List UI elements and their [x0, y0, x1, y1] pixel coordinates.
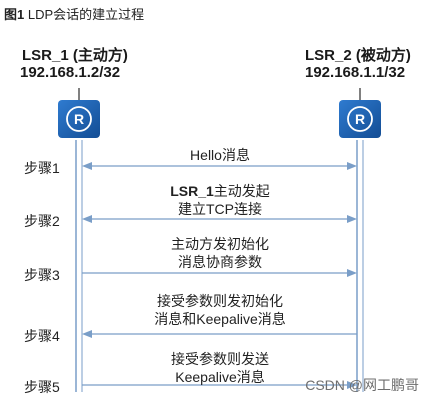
step5-arrow [82, 381, 357, 389]
step5-message-line1: 接受参数则发送 [171, 351, 269, 367]
step1-label: 步骤1 [24, 160, 60, 176]
step1-message: Hello消息 [190, 145, 250, 165]
step2-message-line1: LSR_1主动发起 [170, 181, 270, 201]
step3-message-line2: 消息协商参数 [178, 254, 262, 270]
lsr2-name: LSR_2 (被动方) [305, 47, 411, 64]
lsr2-router-icon: R [339, 88, 381, 138]
lsr1-router-icon: R [58, 88, 100, 138]
step2-bold-prefix: LSR_1 [170, 183, 214, 199]
step2-message-line2: 建立TCP连接 [178, 201, 262, 217]
step3-message-line1: 主动方发初始化 [171, 236, 269, 252]
step4-label: 步骤4 [24, 328, 60, 344]
lsr2-router-letter: R [355, 111, 365, 127]
step2-arrow [82, 215, 357, 223]
step3-label: 步骤3 [24, 267, 60, 283]
figure-number: 图1 [4, 7, 25, 22]
step4-message-line2: 消息和Keepalive消息 [154, 311, 286, 327]
step5-message-line2: Keepalive消息 [175, 369, 265, 385]
lsr2-ip: 192.168.1.1/32 [305, 64, 406, 81]
figure-title: LDP会话的建立过程 [27, 7, 145, 22]
step5-label: 步骤5 [24, 379, 60, 395]
step1-arrow [82, 162, 357, 170]
step4-arrow [82, 330, 357, 338]
step2-message-text: 主动发起 [213, 183, 270, 199]
step1-message-line1: Hello消息 [190, 147, 250, 163]
lsr1-ip: 192.168.1.2/32 [20, 64, 121, 81]
figure-caption: 图1 LDP会话的建立过程 [4, 4, 144, 23]
step4-message-line1: 接受参数则发初始化 [157, 293, 283, 309]
lsr1-router-letter: R [74, 111, 84, 127]
step3-arrow [82, 269, 357, 277]
watermark: CSDN @网工鹏哥 [305, 377, 419, 393]
lsr1-name: LSR_1 (主动方) [22, 47, 128, 64]
step2-label: 步骤2 [24, 213, 60, 229]
